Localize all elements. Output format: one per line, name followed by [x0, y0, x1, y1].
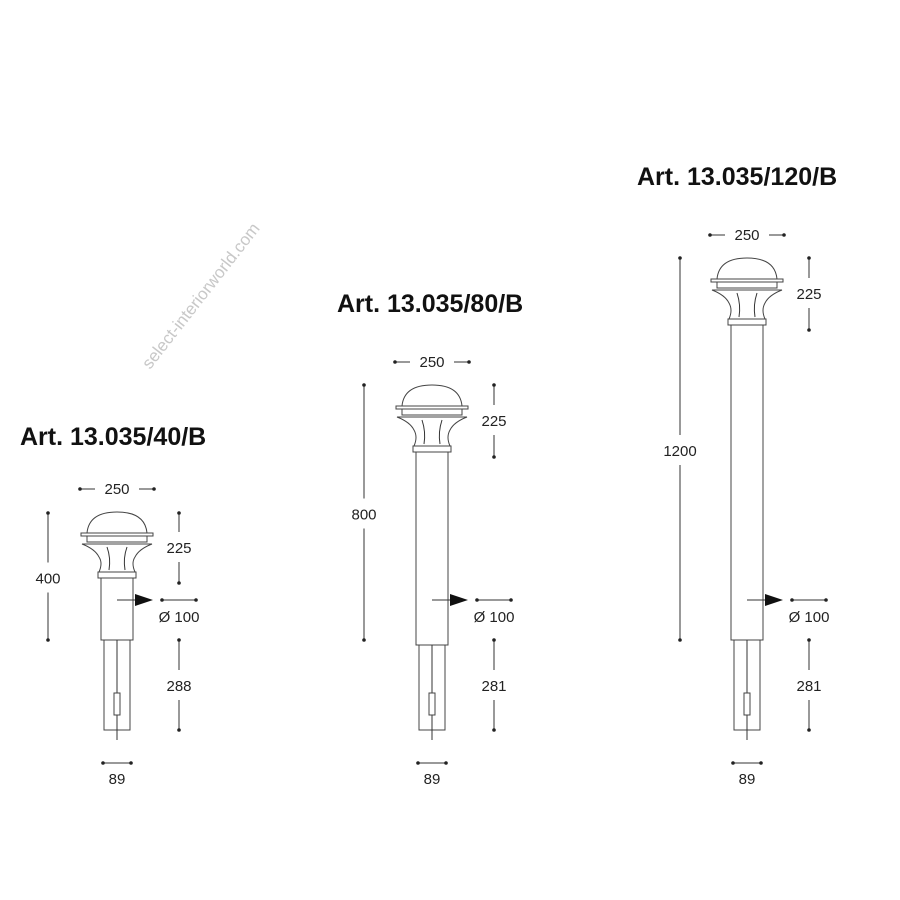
article-title: Art. 13.035/40/B [20, 423, 206, 451]
total-height-label: 400 [35, 571, 60, 588]
watermark: select-interiorworld.com [138, 219, 263, 372]
diameter-label: Ø 100 [159, 609, 200, 626]
ground-depth-label: 288 [166, 678, 191, 695]
ground-depth-label: 281 [796, 678, 821, 695]
head-height-label: 225 [166, 540, 191, 557]
base-width-label: 89 [739, 771, 756, 788]
lamp-drawing-1: Art. 13.035/40/B 250 Ø 100 225 400 288 89 [20, 423, 206, 788]
bollard-lamp [710, 257, 784, 740]
head-width-label: 250 [419, 354, 444, 371]
article-title: Art. 13.035/120/B [637, 163, 837, 191]
bollard-lamp [80, 511, 154, 740]
head-height-label: 225 [796, 286, 821, 303]
ground-depth-label: 281 [481, 678, 506, 695]
bollard-lamp [395, 384, 469, 740]
arrow-icon [135, 594, 153, 606]
diameter-label: Ø 100 [789, 609, 830, 626]
total-height-label: 1200 [663, 443, 696, 460]
article-title: Art. 13.035/80/B [337, 290, 523, 318]
diameter-label: Ø 100 [474, 609, 515, 626]
arrow-icon [765, 594, 783, 606]
base-width-label: 89 [109, 771, 126, 788]
lamp-drawing-3: Art. 13.035/120/B 250 Ø 100 225 1200 281 89 [637, 163, 837, 788]
total-height-label: 800 [351, 507, 376, 524]
lamp-drawing-2: Art. 13.035/80/B 250 Ø 100 225 800 281 89 [337, 290, 523, 788]
base-width-label: 89 [424, 771, 441, 788]
arrow-icon [450, 594, 468, 606]
head-width-label: 250 [104, 481, 129, 498]
head-height-label: 225 [481, 413, 506, 430]
head-width-label: 250 [734, 227, 759, 244]
